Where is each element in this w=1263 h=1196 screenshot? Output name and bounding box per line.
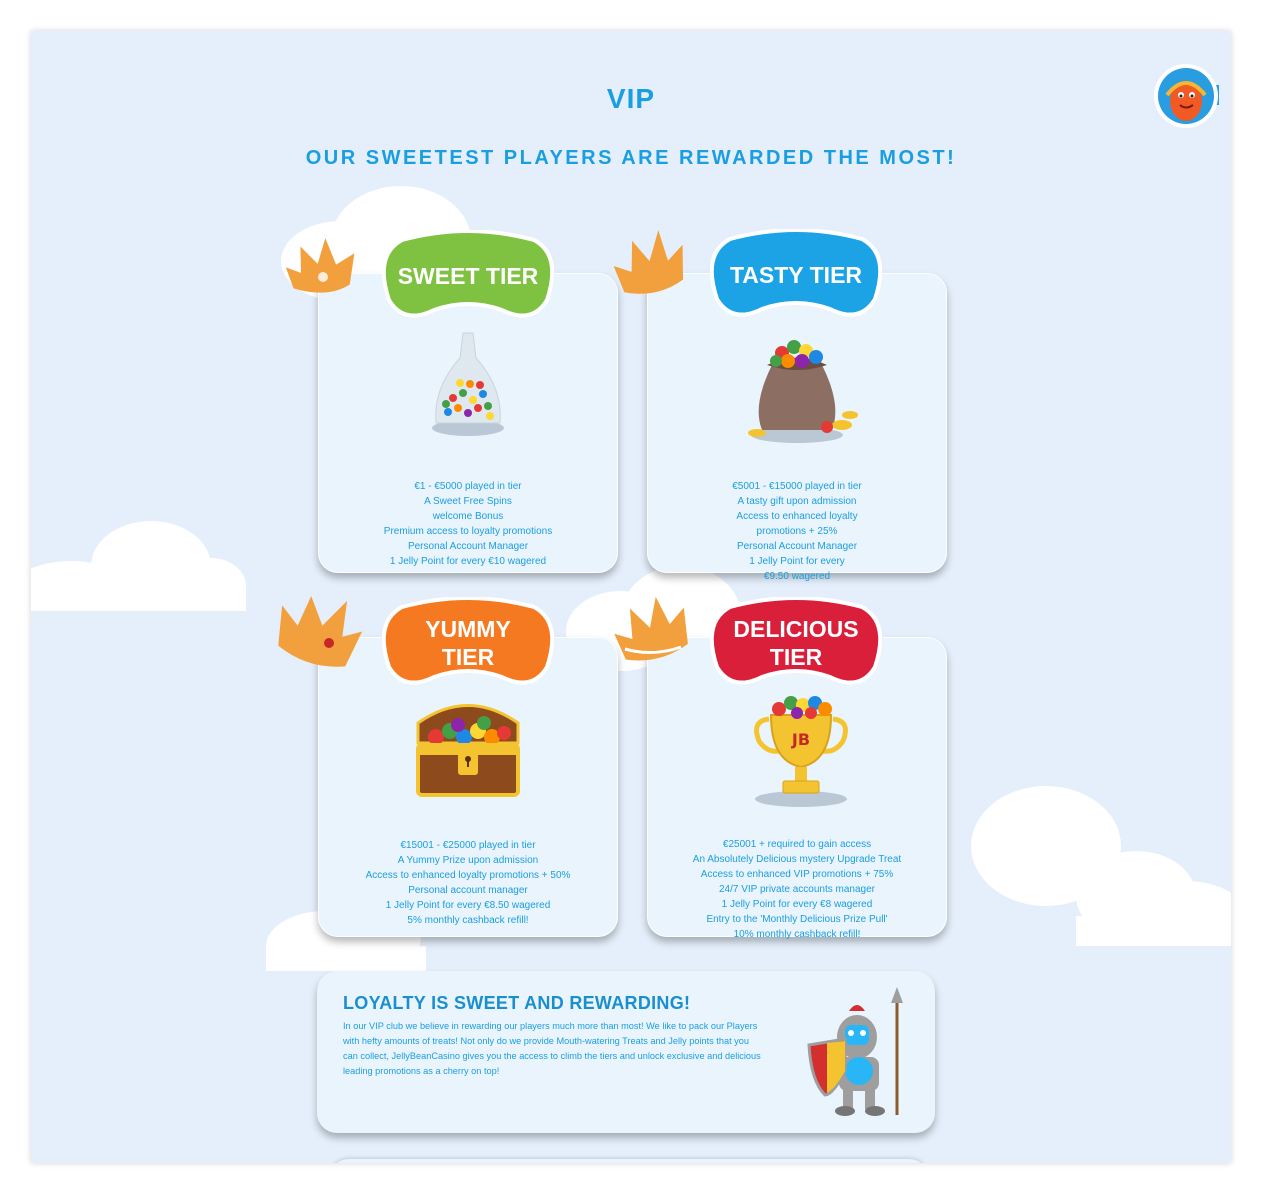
tier-benefits: €5001 - €15000 played in tier A tasty gi… — [647, 479, 947, 584]
benefit-line: welcome Bonus — [432, 511, 504, 522]
tier-name-line: YUMMY — [425, 616, 511, 642]
benefit-line: Access to enhanced loyalty promotions + … — [365, 870, 571, 881]
tier-name: TASTY TIER — [729, 262, 863, 288]
tier-card-yummy: €15001 - €25000 played in tier A Yummy P… — [318, 637, 618, 937]
jellybean-sack-icon — [748, 340, 858, 443]
tier-benefits: €1 - €5000 played in tier A Sweet Free S… — [318, 479, 618, 569]
support-agent-icon[interactable] — [1153, 63, 1219, 129]
tier-name: SWEET TIER — [397, 263, 539, 289]
benefit-line: Access to enhanced loyalty — [736, 511, 858, 522]
next-section-card — [329, 1159, 929, 1163]
crown-icon — [614, 596, 688, 661]
benefit-line: Access to enhanced VIP promotions + 75% — [700, 869, 894, 880]
benefit-line: A Sweet Free Spins — [424, 496, 512, 507]
benefit-line: Personal Account Manager — [407, 541, 529, 552]
crown-icon — [285, 238, 355, 293]
benefit-line: An Absolutely Delicious mystery Upgrade … — [692, 854, 902, 865]
candy-bag-icon — [432, 332, 504, 436]
benefit-line: €9.50 wagered — [763, 571, 831, 582]
knight-mascot-icon — [807, 987, 903, 1116]
benefit-line: Entry to the 'Monthly Delicious Prize Pu… — [706, 914, 888, 925]
benefit-line: €25001 + required to gain access — [722, 839, 872, 850]
benefit-line: 1 Jelly Point for every €8.50 wagered — [385, 900, 551, 911]
benefit-line: Personal account manager — [408, 885, 528, 896]
treasure-chest-icon — [416, 704, 520, 797]
benefit-line: 10% monthly cashback refill! — [733, 929, 861, 940]
cloud-decoration — [971, 786, 1231, 946]
benefit-line: 24/7 VIP private accounts manager — [718, 884, 876, 895]
benefit-line: €1 - €5000 played in tier — [414, 481, 522, 492]
benefit-line: €15001 - €25000 played in tier — [400, 840, 536, 851]
crown-icon — [613, 230, 684, 294]
tier-benefits: €25001 + required to gain access An Abso… — [647, 837, 947, 942]
tier-badge-tasty: TASTY TIER — [710, 229, 882, 321]
tier-name-line: DELICIOUS — [733, 616, 859, 642]
crown-icon — [278, 596, 363, 667]
benefit-line: €5001 - €15000 played in tier — [732, 481, 862, 492]
tier-card-tasty: €5001 - €15000 played in tier A tasty gi… — [647, 273, 947, 582]
loyalty-body: In our VIP club we believe in rewarding … — [343, 1021, 761, 1076]
tier-name-line: TIER — [441, 644, 495, 670]
benefit-line: 1 Jelly Point for every €10 wagered — [389, 556, 547, 567]
vip-page: VIP OUR SWEETEST PLAYERS ARE REWARDED TH… — [31, 31, 1231, 1163]
tier-badge-sweet: SWEET TIER — [382, 230, 554, 322]
benefit-line: 1 Jelly Point for every €8 wagered — [721, 899, 873, 910]
page-subtitle: OUR SWEETEST PLAYERS ARE REWARDED THE MO… — [305, 147, 957, 169]
tier-benefits: €15001 - €25000 played in tier A Yummy P… — [318, 838, 618, 928]
benefit-line: A Yummy Prize upon admission — [397, 855, 539, 866]
benefit-line: 5% monthly cashback refill! — [407, 915, 529, 926]
loyalty-section: LOYALTY IS SWEET AND REWARDING! In our V… — [317, 971, 935, 1133]
benefit-line: A tasty gift upon admission — [737, 496, 857, 507]
loyalty-heading: LOYALTY IS SWEET AND REWARDING! — [343, 993, 691, 1013]
trophy-icon: JB — [754, 696, 848, 807]
tier-card-delicious: JB €25001 + required to gain access An A… — [647, 637, 947, 940]
benefit-line: Premium access to loyalty promotions — [383, 526, 553, 537]
benefit-line: Personal Account Manager — [736, 541, 858, 552]
trophy-letters: JB — [791, 730, 810, 749]
cloud-decoration — [31, 521, 246, 611]
benefit-line: 1 Jelly Point for every — [749, 556, 845, 567]
tier-name-line: TIER — [769, 644, 823, 670]
page-title: VIP — [606, 83, 656, 114]
benefit-line: promotions + 25% — [756, 526, 838, 537]
tier-card-sweet: €1 - €5000 played in tier A Sweet Free S… — [318, 273, 618, 573]
